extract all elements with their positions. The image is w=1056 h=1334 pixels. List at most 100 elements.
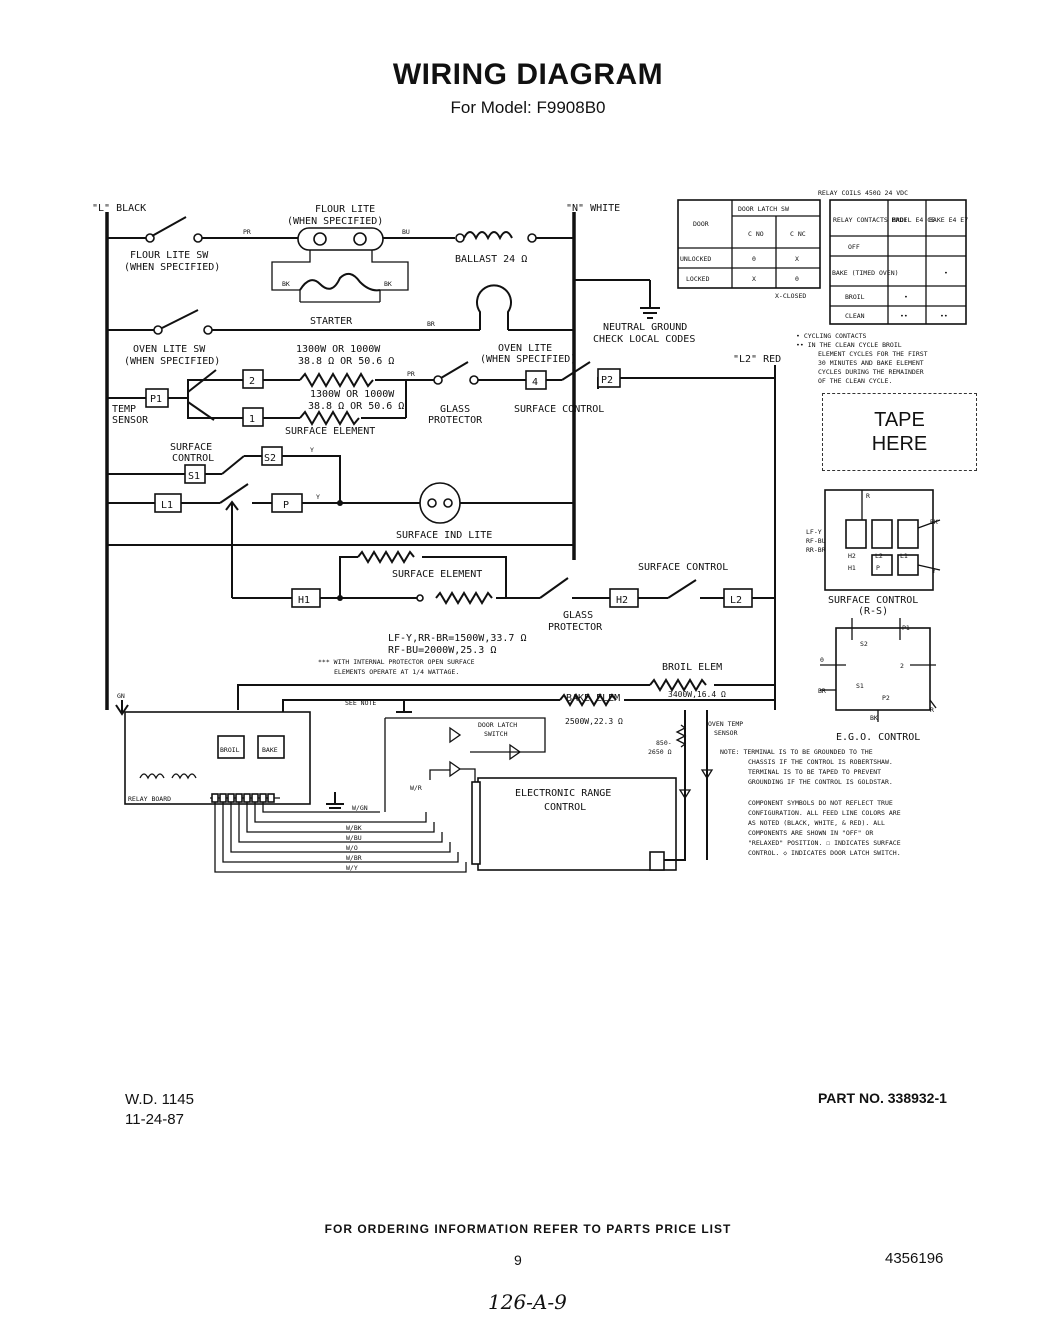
temp-sensor-label: TEMP xyxy=(112,404,136,415)
door-latch-switch-2 xyxy=(509,743,522,761)
svg-text:TERMINAL IS TO BE TAPED TO PRE: TERMINAL IS TO BE TAPED TO PREVENT xyxy=(748,768,881,776)
terminal-p1-label: P1 xyxy=(150,394,162,405)
starter-label: STARTER xyxy=(310,316,353,327)
ego-control xyxy=(820,618,937,722)
page-number: 9 xyxy=(514,1252,522,1268)
svg-text:C NC: C NC xyxy=(790,230,806,238)
oven-lite-switch xyxy=(161,309,199,329)
svg-text:NOTE: TERMINAL IS TO BE GROUND: NOTE: TERMINAL IS TO BE GROUNDED TO THE xyxy=(720,748,873,756)
oven-temp-sensor-label-b: SENSOR xyxy=(714,729,738,737)
surface-control-rs-label: SURFACE CONTROL xyxy=(828,595,918,606)
erc-wire-3: W/O xyxy=(346,844,358,852)
terminal-l2-label: L2 xyxy=(730,595,742,606)
bake-elem-label: BAKE ELEM xyxy=(566,693,620,704)
footer-left: W.D. 1145 11-24-87 xyxy=(125,1090,194,1130)
svg-text:GROUNDING IF THE CONTROL IS GO: GROUNDING IF THE CONTROL IS GOLDSTAR. xyxy=(748,778,893,786)
legend-2: ELEMENT CYCLES FOR THE FIRST xyxy=(818,350,928,358)
surface-element-2-label: SURFACE ELEMENT xyxy=(392,569,482,580)
oven-lite-spec: (WHEN SPECIFIED) xyxy=(480,354,576,365)
svg-text:BAKE (TIMED OVEN): BAKE (TIMED OVEN) xyxy=(832,269,899,277)
tape-here-2: HERE xyxy=(871,433,928,455)
terminal-4-label: 4 xyxy=(532,377,538,388)
starter-element xyxy=(299,272,381,292)
surface-switch-5 xyxy=(667,579,697,599)
flour-lite-label: FLOUR LITE xyxy=(315,204,375,215)
svg-text:•: • xyxy=(904,293,908,301)
rs-rf-bu: RF-BU xyxy=(806,537,826,545)
svg-text:0: 0 xyxy=(795,275,799,283)
flour-lite-switch xyxy=(151,216,187,237)
svg-text:COMPONENT SYMBOLS DO NOT REFLE: COMPONENT SYMBOLS DO NOT REFLECT TRUE xyxy=(748,799,893,807)
rs-h2: H2 xyxy=(848,552,856,560)
svg-text:BR: BR xyxy=(427,320,435,328)
surface-control-rs-label-b: (R-S) xyxy=(858,606,888,617)
svg-text:LOCKED: LOCKED xyxy=(686,275,710,283)
tape-here-box: TAPE HERE xyxy=(822,393,977,471)
svg-text:PR: PR xyxy=(407,370,415,378)
svg-text:RELAY CONTACTS MADE: RELAY CONTACTS MADE xyxy=(833,216,907,224)
model-subtitle: For Model: F9908B0 xyxy=(450,98,606,117)
legend-1: •• IN THE CLEAN CYCLE BROIL xyxy=(796,341,902,349)
svg-text:•: • xyxy=(944,269,948,277)
x-closed-label: X-CLOSED xyxy=(775,292,806,300)
surface-element-lower-a xyxy=(357,550,415,564)
ego-p1: P1 xyxy=(902,624,910,632)
ego-bk: BK xyxy=(870,714,878,722)
legend-0: • CYCLING CONTACTS xyxy=(796,332,867,340)
relay-coils-table: RELAY CONTACTS MADE BROIL E4 C5 BAKE E4 … xyxy=(829,199,968,325)
terminal-s1-label: S1 xyxy=(188,471,200,482)
svg-text:PR: PR xyxy=(243,228,251,236)
svg-text:BK: BK xyxy=(384,280,392,288)
surface-switch-1 xyxy=(187,369,217,393)
relay-board-label: RELAY BOARD xyxy=(128,795,171,803)
bake-element xyxy=(559,693,617,707)
neutral-ground-label: NEUTRAL GROUND xyxy=(603,322,687,333)
surface-switch-3 xyxy=(221,455,245,475)
svg-text:••: •• xyxy=(940,312,948,320)
rs-rr-br: RR-BR xyxy=(806,546,826,554)
relay-coil-1 xyxy=(139,773,165,780)
sensor-diode-1 xyxy=(678,789,692,800)
broil-relay-label: BROIL xyxy=(220,746,240,754)
rs-lf-y: LF-Y xyxy=(806,528,822,536)
n-label: "N" WHITE xyxy=(566,203,620,214)
glass-protector-1-label: GLASS xyxy=(440,404,470,415)
door-latch-table: DOOR DOOR LATCH SW C NO C NC UNLOCKED 0 … xyxy=(677,199,821,289)
svg-text:X: X xyxy=(752,275,756,283)
svg-text:X: X xyxy=(795,255,799,263)
surface-switch-1b xyxy=(187,401,215,421)
part-number: PART NO. 338932-1 xyxy=(818,1090,947,1106)
surface-control-1-label: SURFACE CONTROL xyxy=(514,404,604,415)
check-local-codes-label: CHECK LOCAL CODES xyxy=(593,334,695,345)
surface-switch-4 xyxy=(219,483,249,504)
rs-y: Y xyxy=(932,567,936,575)
oven-temp-sensor xyxy=(675,724,687,748)
temp-sensor-label-b: SENSOR xyxy=(112,415,149,426)
svg-text:CONFIGURATION. ALL FEED LINE C: CONFIGURATION. ALL FEED LINE COLORS ARE xyxy=(748,809,901,817)
svg-text:BU: BU xyxy=(402,228,410,236)
bake-rating: 2500W,22.3 Ω xyxy=(565,717,623,726)
flour-lite-sw-label: FLOUR LITE SW xyxy=(130,250,209,261)
svg-text:CHASSIS IF THE CONTROL IS ROBE: CHASSIS IF THE CONTROL IS ROBERTSHAW. xyxy=(748,758,893,766)
surface-control-3-label: SURFACE CONTROL xyxy=(638,562,728,573)
bake-relay xyxy=(257,735,285,759)
erc-label-2: CONTROL xyxy=(544,802,586,813)
rs-l1: L1 xyxy=(900,552,908,560)
elem-top-1: 1300W OR 1000W xyxy=(296,344,381,355)
terminal-l1-label: L1 xyxy=(161,500,173,511)
handwritten-note: 126-A-9 xyxy=(488,1290,567,1314)
flour-lite-tube xyxy=(297,227,384,251)
ego-control-label: E.G.O. CONTROL xyxy=(836,732,920,743)
glass-protector-2-label: GLASS xyxy=(563,610,593,621)
oven-lite-bulb xyxy=(476,284,512,330)
ordering-info: FOR ORDERING INFORMATION REFER TO PARTS … xyxy=(324,1222,732,1236)
erc-wire-2: W/BU xyxy=(346,834,362,842)
gn-label: GN xyxy=(117,692,125,700)
door-latch-switch-1 xyxy=(449,726,462,744)
terminal-p-label: P xyxy=(283,500,289,511)
legend-4: CYCLES DURING THE REMAINDER xyxy=(818,368,924,376)
rs-p: P xyxy=(876,564,880,572)
surface-control-2-label: SURFACE xyxy=(170,442,212,453)
legend-5: OF THE CLEAN CYCLE. xyxy=(818,377,892,385)
tape-here-1: TAPE xyxy=(874,409,925,431)
